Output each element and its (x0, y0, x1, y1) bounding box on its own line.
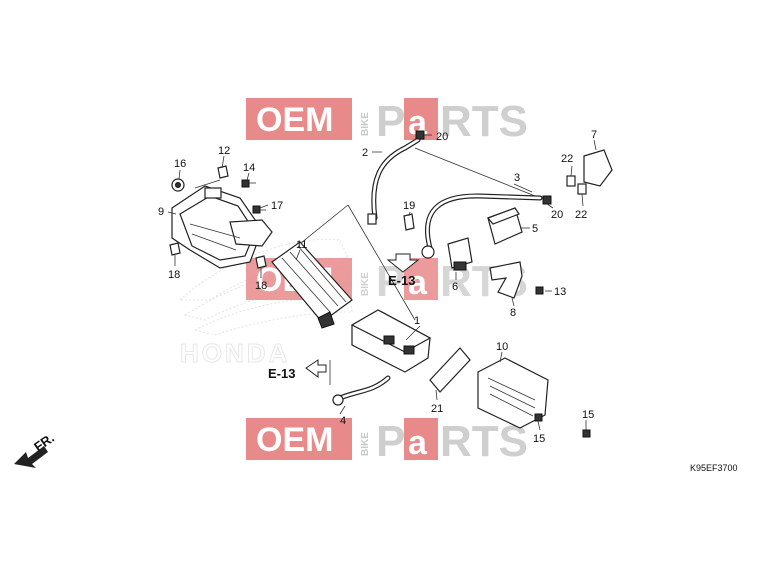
callout-6: 6 (452, 281, 458, 293)
callout-15-lower: 15 (533, 433, 545, 445)
reference-e13-upper: E-13 (386, 253, 420, 288)
part-4-cable (329, 360, 391, 406)
part-20-nut-upper (415, 130, 425, 140)
part-22-fuse-lower (577, 183, 587, 195)
callout-labels: 1 2 3 4 5 6 7 8 9 10 11 12 13 14 15 15 1… (158, 129, 597, 445)
part-15-bolt-lower (534, 413, 543, 422)
part-5-relay (486, 207, 523, 245)
part-19-connector (403, 213, 415, 231)
callout-9: 9 (158, 206, 164, 218)
callout-2: 2 (362, 147, 368, 159)
part-20-nut-right (542, 195, 552, 205)
watermark-top: OEM BIKE P a RTS (246, 97, 528, 146)
part-15-bolt-right (582, 429, 591, 438)
callout-22-lower: 22 (575, 209, 587, 221)
watermark-a-text: a (408, 264, 428, 302)
callout-leaders (167, 134, 597, 431)
honda-wing-watermark: HONDA (178, 238, 353, 369)
part-9-battery-case (171, 185, 273, 269)
watermark-bike-text: BIKE (360, 272, 371, 296)
reference-e13-label: E-13 (268, 366, 295, 381)
honda-brand-text: HONDA (180, 338, 290, 368)
front-direction-arrow: FR. (14, 430, 57, 468)
diagram-code: K95EF3700 (690, 463, 738, 473)
callout-3: 3 (514, 172, 520, 184)
part-6-connector (447, 237, 473, 271)
part-22-fuse-upper (566, 175, 576, 187)
part-10-regulator (477, 357, 549, 429)
part-18-nut-left (169, 242, 181, 256)
part-11-ribbed-cover (271, 241, 353, 329)
callout-21: 21 (431, 403, 443, 415)
callout-22-upper: 22 (561, 153, 573, 165)
front-direction-label: FR. (31, 430, 57, 454)
watermark-a-text: a (408, 424, 428, 462)
callout-1: 1 (414, 315, 420, 327)
reference-e13-lower: E-13 (268, 359, 327, 381)
watermark-oem-text: OEM (256, 101, 333, 139)
callout-17: 17 (271, 200, 283, 212)
callout-20-upper: 20 (436, 131, 448, 143)
callout-18-right: 18 (255, 280, 267, 292)
callout-10: 10 (496, 341, 508, 353)
callout-7: 7 (591, 129, 597, 141)
callout-5: 5 (532, 223, 538, 235)
callout-13: 13 (554, 286, 566, 298)
part-18-nut-right (255, 255, 267, 269)
callout-20-right: 20 (551, 209, 563, 221)
part-3-cable (421, 193, 543, 259)
callout-8: 8 (510, 307, 516, 319)
watermark-bike-text: BIKE (360, 112, 371, 136)
watermark-bottom: OEM BIKE P a RTS (246, 417, 528, 466)
part-17-bolt (252, 205, 266, 214)
watermark-rts-text: RTS (440, 97, 528, 146)
reference-e13-label: E-13 (388, 273, 415, 288)
callout-15-right: 15 (582, 409, 594, 421)
watermark-bike-text: BIKE (360, 432, 371, 456)
callout-11: 11 (296, 239, 307, 251)
callout-14: 14 (243, 162, 255, 174)
watermark-p-text: P (376, 417, 405, 466)
callout-18-left: 18 (168, 269, 180, 281)
callout-12: 12 (218, 145, 230, 157)
part-8-bracket (489, 261, 523, 299)
callout-19: 19 (403, 200, 415, 212)
part-21-bracket (429, 347, 471, 393)
part-7-fuse-cover (583, 149, 613, 187)
callout-16: 16 (174, 158, 186, 170)
callout-4: 4 (340, 415, 346, 427)
part-2-harness (367, 137, 421, 225)
part-1-battery (350, 309, 432, 373)
part-13-bolt (535, 286, 544, 295)
watermark-p-text: P (376, 97, 405, 146)
part-12-clip (217, 165, 229, 179)
watermark-oem-text: OEM (256, 421, 333, 459)
part-14-bolt (241, 179, 256, 188)
part-16-grommet (171, 178, 185, 192)
